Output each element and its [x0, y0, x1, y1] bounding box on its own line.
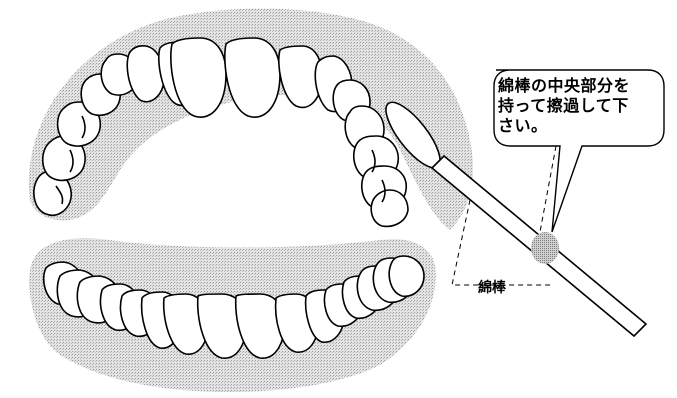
upper-right-central-incisor [225, 38, 280, 117]
cotton-swab [432, 156, 646, 336]
swab-label: 綿棒 [478, 277, 506, 297]
upper-right-molar-3 [371, 190, 408, 226]
callout-text: 綿棒の中央部分を 持って擦過して下 さい。 [498, 76, 648, 136]
lower-right-molar-3 [389, 256, 424, 296]
